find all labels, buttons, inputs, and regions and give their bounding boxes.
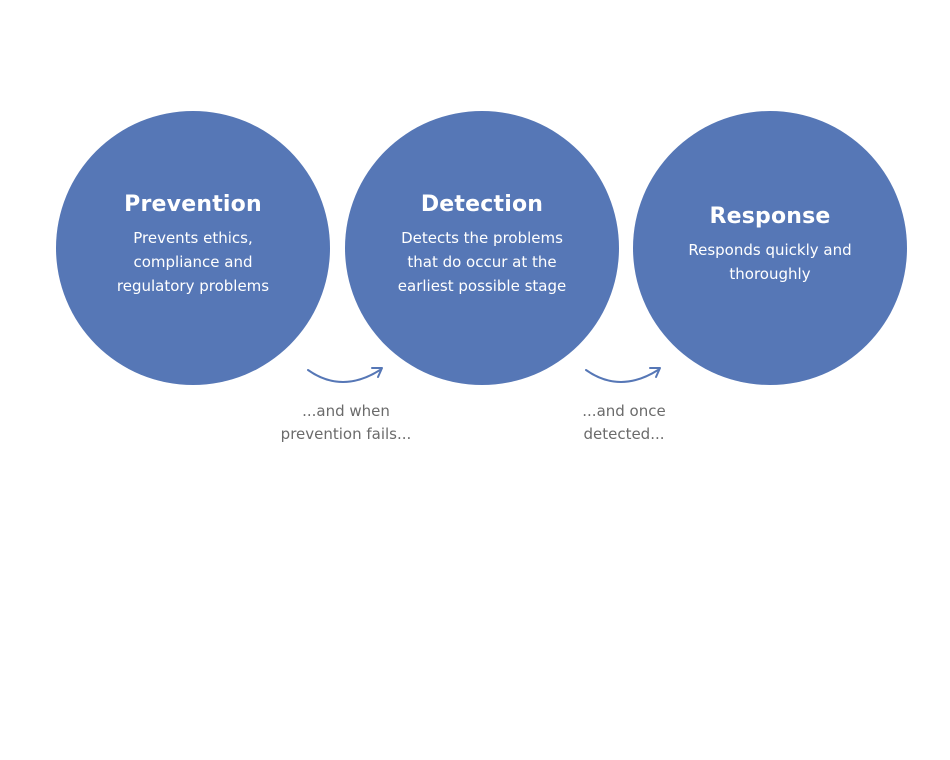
- curved-arrow-right-icon: [307, 367, 383, 383]
- connector-prevention-to-detection: ...and when prevention fails...: [266, 364, 426, 446]
- connector-note-line: ...and once: [582, 402, 666, 420]
- stage-prevention-title: Prevention: [124, 191, 262, 217]
- connector-note-line: detected...: [583, 425, 665, 443]
- connector-detection-to-response: ...and once detected...: [544, 364, 704, 446]
- stage-response-title: Response: [709, 203, 831, 229]
- connector-note-line: prevention fails...: [280, 425, 412, 443]
- stage-detection-content: Detection Detects the problems that do o…: [398, 191, 566, 298]
- connector-note: ...and when prevention fails...: [266, 400, 426, 446]
- stage-prevention-desc-line: Prevents ethics,: [133, 228, 253, 247]
- stage-response-description: Responds quickly and thoroughly: [688, 238, 851, 286]
- stage-prevention-content: Prevention Prevents ethics, compliance a…: [117, 191, 269, 298]
- stage-prevention-description: Prevents ethics, compliance and regulato…: [117, 226, 269, 298]
- stage-response-circle: Response Responds quickly and thoroughly: [633, 111, 907, 385]
- stage-response-desc-line: Responds quickly and: [688, 240, 852, 259]
- curved-arrow-right-icon: [585, 367, 661, 383]
- stage-detection-desc-line: earliest possible stage: [397, 276, 567, 295]
- stage-response-content: Response Responds quickly and thoroughly: [688, 203, 851, 286]
- stage-prevention-desc-line: regulatory problems: [116, 276, 270, 295]
- connector-note-line: ...and when: [302, 402, 390, 420]
- stage-detection-description: Detects the problems that do occur at th…: [398, 226, 566, 298]
- stage-detection-circle: Detection Detects the problems that do o…: [345, 111, 619, 385]
- connector-note: ...and once detected...: [544, 400, 704, 446]
- stage-prevention-circle: Prevention Prevents ethics, compliance a…: [56, 111, 330, 385]
- stage-response-desc-line: thoroughly: [729, 264, 811, 283]
- stage-detection-desc-line: Detects the problems: [401, 228, 563, 247]
- stage-detection-desc-line: that do occur at the: [407, 252, 557, 271]
- stage-detection-title: Detection: [420, 191, 544, 217]
- stage-prevention-desc-line: compliance and: [133, 252, 253, 271]
